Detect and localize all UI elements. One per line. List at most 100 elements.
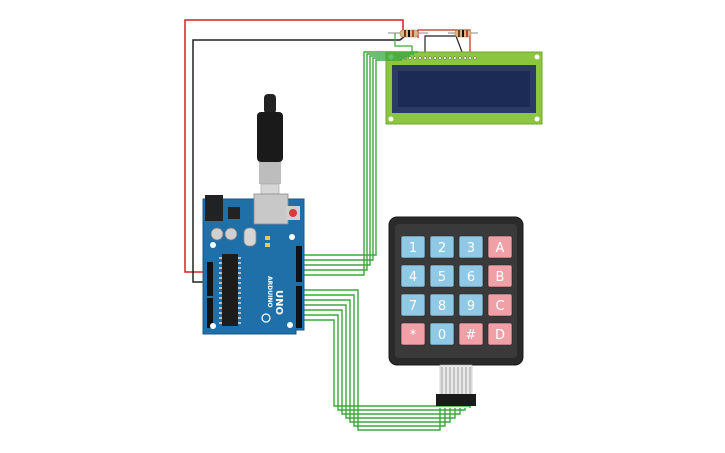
wire-lcd-data[interactable] bbox=[300, 57, 406, 261]
lcd-pin[interactable] bbox=[413, 56, 417, 60]
keypad-key-9[interactable] bbox=[458, 293, 484, 317]
chip-pin bbox=[219, 297, 222, 299]
keypad-key-label: D bbox=[495, 328, 505, 343]
atmega-chip bbox=[222, 254, 238, 326]
keypad-ribbon-pins bbox=[441, 367, 471, 395]
lcd-pin[interactable] bbox=[463, 56, 467, 60]
lcd-mount-hole bbox=[534, 116, 540, 122]
lcd-pin[interactable] bbox=[443, 56, 447, 60]
keypad-key-d[interactable] bbox=[487, 322, 513, 346]
keypad-key-label: A bbox=[496, 241, 505, 256]
wire-lcd-data[interactable] bbox=[300, 55, 410, 266]
wire-lcd-green-short[interactable] bbox=[394, 33, 413, 54]
chip-pin bbox=[238, 322, 241, 324]
keypad-header bbox=[436, 394, 476, 406]
keypad-key-label: 5 bbox=[438, 270, 446, 285]
chip-pin bbox=[219, 307, 222, 309]
chip-pin bbox=[238, 307, 241, 309]
keypad-key-label: 4 bbox=[409, 270, 417, 285]
chip-pin bbox=[238, 297, 241, 299]
usb-strain-relief bbox=[264, 94, 276, 114]
keypad-key-0[interactable] bbox=[429, 322, 455, 346]
power-jack bbox=[205, 195, 223, 221]
wire-keypad[interactable] bbox=[300, 314, 466, 411]
chip-pin bbox=[238, 292, 241, 294]
keypad-key-3[interactable] bbox=[458, 235, 484, 259]
lcd-mount-hole bbox=[534, 54, 540, 60]
chip-pin bbox=[219, 277, 222, 279]
keypad-key-star[interactable] bbox=[400, 322, 426, 346]
keypad-key-label: 0 bbox=[438, 328, 446, 343]
lcd-pin[interactable] bbox=[428, 56, 432, 60]
chip-pin bbox=[238, 272, 241, 274]
keypad-key-hash[interactable] bbox=[458, 322, 484, 346]
wire-lcd-data[interactable] bbox=[300, 59, 402, 256]
wire-gnd-black[interactable] bbox=[192, 35, 406, 283]
resistor-2[interactable] bbox=[448, 29, 478, 38]
lcd-pin[interactable] bbox=[468, 56, 472, 60]
wire-keypad[interactable] bbox=[300, 319, 471, 408]
wire-keypad[interactable] bbox=[300, 309, 461, 415]
chip-pin bbox=[219, 262, 222, 264]
keypad-key-c[interactable] bbox=[487, 293, 513, 317]
chip-pin bbox=[219, 272, 222, 274]
usb-plug-metal bbox=[259, 162, 281, 184]
keypad-key-1[interactable] bbox=[400, 235, 426, 259]
arduino-model: UNO bbox=[273, 290, 284, 315]
lcd-pin[interactable] bbox=[453, 56, 457, 60]
wire-keypad[interactable] bbox=[300, 294, 446, 427]
wire-lcd-black[interactable] bbox=[424, 35, 463, 53]
capacitor bbox=[224, 227, 238, 241]
chip-pin bbox=[238, 312, 241, 314]
keypad-connector-stem bbox=[439, 364, 473, 396]
lcd-mount-hole bbox=[388, 116, 394, 122]
voltage-regulator bbox=[228, 207, 240, 219]
signal-wires bbox=[300, 51, 471, 431]
capacitor bbox=[210, 227, 224, 241]
chip-pin bbox=[219, 312, 222, 314]
reset-button-cap[interactable] bbox=[289, 209, 297, 217]
chip-pin bbox=[238, 257, 241, 259]
keypad-key-label: 6 bbox=[467, 270, 475, 285]
usb-socket bbox=[253, 193, 289, 225]
chip-pin bbox=[219, 317, 222, 319]
keypad-key-label: 9 bbox=[467, 299, 475, 314]
mount-hole bbox=[289, 234, 295, 240]
resistor-1[interactable] bbox=[388, 29, 428, 38]
keypad-key-2[interactable] bbox=[429, 235, 455, 259]
wire-lcd-data[interactable] bbox=[300, 51, 418, 276]
wire-lcd-data[interactable] bbox=[300, 53, 414, 271]
arduino-brand: ARDUINO bbox=[266, 276, 273, 307]
keypad-key-6[interactable] bbox=[458, 264, 484, 288]
keypad-key-5[interactable] bbox=[429, 264, 455, 288]
arduino-logo-icon bbox=[261, 313, 271, 323]
keypad-face bbox=[395, 224, 517, 358]
lcd-pin[interactable] bbox=[423, 56, 427, 60]
keypad-key-b[interactable] bbox=[487, 264, 513, 288]
lcd-pin[interactable] bbox=[433, 56, 437, 60]
keypad-key-a[interactable] bbox=[487, 235, 513, 259]
atmega-pins bbox=[219, 257, 241, 324]
lcd-pin[interactable] bbox=[438, 56, 442, 60]
lcd-pin[interactable] bbox=[448, 56, 452, 60]
keypad-key-4[interactable] bbox=[400, 264, 426, 288]
lcd-pin[interactable] bbox=[458, 56, 462, 60]
keypad-key-label: 2 bbox=[438, 241, 446, 256]
chip-pin bbox=[219, 322, 222, 324]
crystal bbox=[243, 227, 257, 247]
chip-pin bbox=[238, 287, 241, 289]
lcd-pin[interactable] bbox=[418, 56, 422, 60]
mount-hole bbox=[287, 322, 293, 328]
digital-header-high bbox=[296, 246, 302, 282]
chip-pin bbox=[219, 257, 222, 259]
chip-pin bbox=[238, 277, 241, 279]
keypad-key-label: 8 bbox=[438, 299, 446, 314]
lcd-pin[interactable] bbox=[473, 56, 477, 60]
keypad-key-8[interactable] bbox=[429, 293, 455, 317]
lcd-display[interactable] bbox=[385, 51, 543, 125]
keypad-key-7[interactable] bbox=[400, 293, 426, 317]
arduino-board[interactable]: ARDUINO UNO bbox=[202, 193, 305, 335]
lcd-pin[interactable] bbox=[408, 56, 412, 60]
